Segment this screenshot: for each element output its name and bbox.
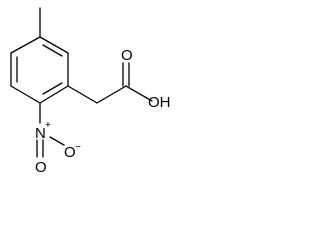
atom-label-oh: OH — [148, 94, 171, 111]
bond-ring-c3-c4 — [39, 85, 69, 104]
charge-label-n: + — [45, 120, 51, 131]
charge-label-o: − — [75, 142, 81, 153]
atom-label-o-top: O — [35, 159, 47, 176]
atom-label-n: N — [35, 125, 46, 142]
bond-ring-c6-c1 — [10, 36, 41, 54]
bond-ring-inner-2 — [42, 82, 63, 95]
bond-n-o-minus — [49, 136, 65, 146]
bond-c-oh — [125, 85, 153, 102]
atom-label-o-minus: O — [64, 144, 76, 161]
bond-ring-c4-c5 — [10, 85, 41, 104]
bond-ring-ch2 — [67, 85, 98, 104]
atom-label-o-carbonyl: O — [121, 47, 133, 64]
bond-ch2-cooh — [96, 85, 127, 104]
structure-diagram: OH O N + O O − — [10, 7, 171, 176]
bond-ring-inner-1 — [42, 44, 63, 57]
bond-ring-c1-c2 — [39, 36, 69, 54]
